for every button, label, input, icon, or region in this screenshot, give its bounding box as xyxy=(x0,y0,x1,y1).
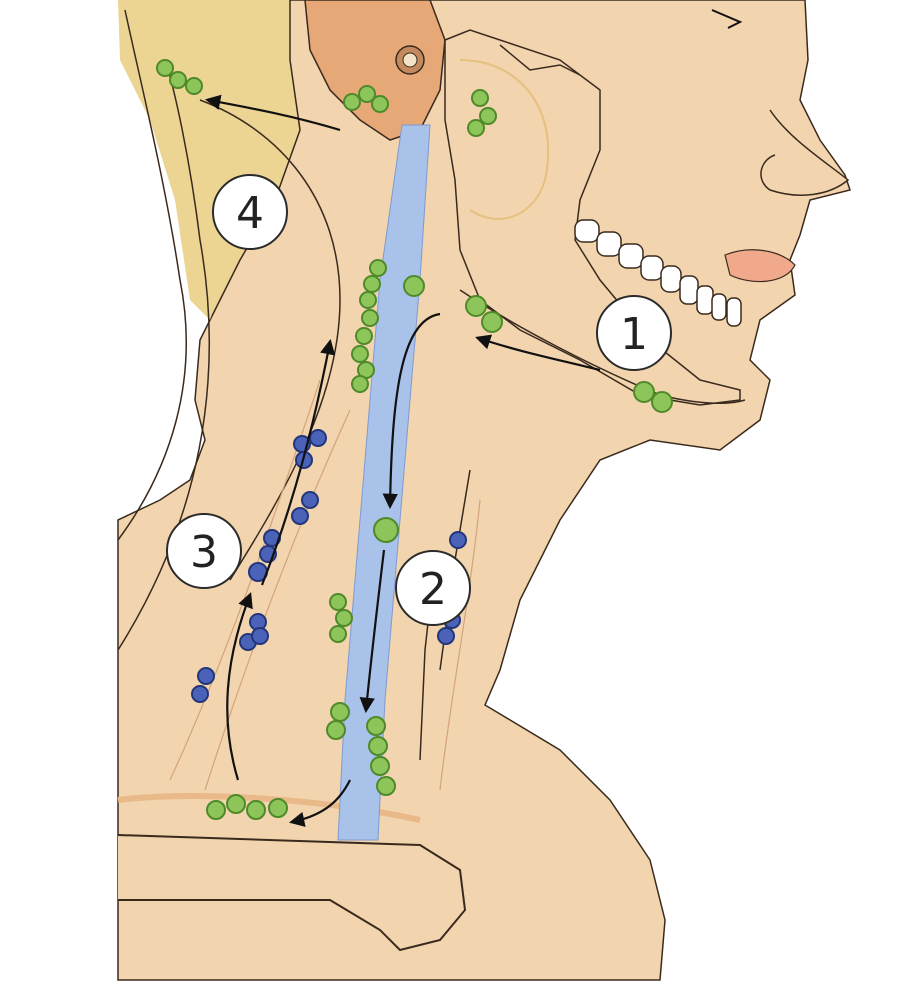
callout-4: 4 xyxy=(212,174,288,250)
callout-2: 2 xyxy=(395,550,471,626)
lymph-node-icon xyxy=(268,798,288,818)
eye-mark xyxy=(711,9,743,29)
lymph-node-icon xyxy=(191,685,209,703)
jugular-vein xyxy=(337,124,431,841)
lymph-node-icon xyxy=(363,275,381,293)
lymph-node-icon xyxy=(449,531,467,549)
lymph-node-icon xyxy=(633,381,655,403)
lymph-node-icon xyxy=(437,627,455,645)
shoulder-line xyxy=(117,793,421,823)
lymph-node-icon xyxy=(246,800,266,820)
lymph-node-icon xyxy=(358,85,376,103)
lymph-node-icon xyxy=(479,107,497,125)
lymph-node-icon xyxy=(368,736,388,756)
lymph-node-icon xyxy=(206,800,226,820)
callout-3-label: 3 xyxy=(190,527,218,578)
lymph-node-icon xyxy=(359,291,377,309)
flow-arrow-icon xyxy=(475,334,601,372)
flow-arrow-icon xyxy=(359,549,386,714)
lymph-node-icon xyxy=(370,756,390,776)
mandible-ramus xyxy=(459,59,550,220)
lymph-node-icon xyxy=(291,507,309,525)
lymph-node-icon xyxy=(371,95,389,113)
lymph-node-icon xyxy=(156,59,174,77)
lymph-node-icon xyxy=(309,429,327,447)
collarbone xyxy=(117,834,467,952)
hair-overlay xyxy=(150,30,270,320)
lymph-node-icon xyxy=(251,627,269,645)
lymph-node-icon xyxy=(301,491,319,509)
lymph-node-icon xyxy=(226,794,246,814)
lymph-node-icon xyxy=(351,375,369,393)
lymph-node-icon xyxy=(355,327,373,345)
head-neck-skin xyxy=(117,0,851,981)
flow-arrow-icon xyxy=(382,312,441,510)
nose xyxy=(760,109,850,196)
neck-muscle-lines xyxy=(117,9,471,761)
mandible-notch xyxy=(499,44,581,76)
flow-arrow-icon xyxy=(260,338,336,586)
lymph-node-icon xyxy=(351,345,369,363)
flow-arrows xyxy=(204,94,601,827)
teeth xyxy=(574,219,742,327)
lymph-node-icon xyxy=(465,295,487,317)
flow-arrow-icon xyxy=(288,779,351,827)
callout-1: 1 xyxy=(596,295,672,371)
lymph-node-icon xyxy=(651,391,673,413)
lymph-node-icon xyxy=(185,77,203,95)
callout-4-label: 4 xyxy=(236,188,264,239)
green-lymph-nodes xyxy=(156,59,673,820)
callout-3: 3 xyxy=(166,513,242,589)
lymph-node-icon xyxy=(373,517,399,543)
lymph-node-icon xyxy=(169,71,187,89)
lips xyxy=(724,249,796,283)
lymph-node-icon xyxy=(369,259,387,277)
lymph-node-icon xyxy=(326,720,346,740)
ear-canal-inner xyxy=(402,52,418,68)
lymph-node-icon xyxy=(361,309,379,327)
lymph-node-icon xyxy=(329,593,347,611)
flow-arrow-icon xyxy=(226,592,253,781)
callout-1-label: 1 xyxy=(620,309,648,360)
lymph-node-icon xyxy=(335,609,353,627)
lymph-node-icon xyxy=(197,667,215,685)
lymph-node-icon xyxy=(376,776,396,796)
lymph-node-icon xyxy=(467,119,485,137)
lymph-node-icon xyxy=(330,702,350,722)
callout-2-label: 2 xyxy=(419,564,447,615)
lymph-node-icon xyxy=(329,625,347,643)
lymph-node-icon xyxy=(403,275,425,297)
lymph-node-icon xyxy=(366,716,386,736)
flow-arrow-icon xyxy=(204,94,341,132)
lymph-node-icon xyxy=(481,311,503,333)
lymph-node-icon xyxy=(343,93,361,111)
lymph-node-icon xyxy=(471,89,489,107)
